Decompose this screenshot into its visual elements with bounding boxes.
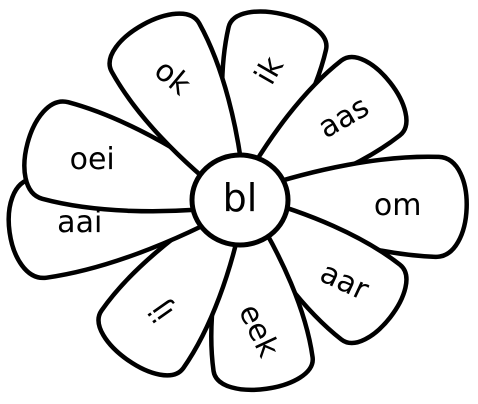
petal-label-oei: oei	[69, 142, 115, 178]
center-label: bl	[222, 176, 258, 221]
flower-center-circle	[189, 152, 291, 248]
petals-group	[6, 9, 469, 393]
petal-ok	[107, 11, 248, 206]
petal-label-om: om	[373, 187, 422, 223]
petal-label-aai: aai	[57, 204, 103, 240]
petal-oei	[22, 99, 244, 214]
